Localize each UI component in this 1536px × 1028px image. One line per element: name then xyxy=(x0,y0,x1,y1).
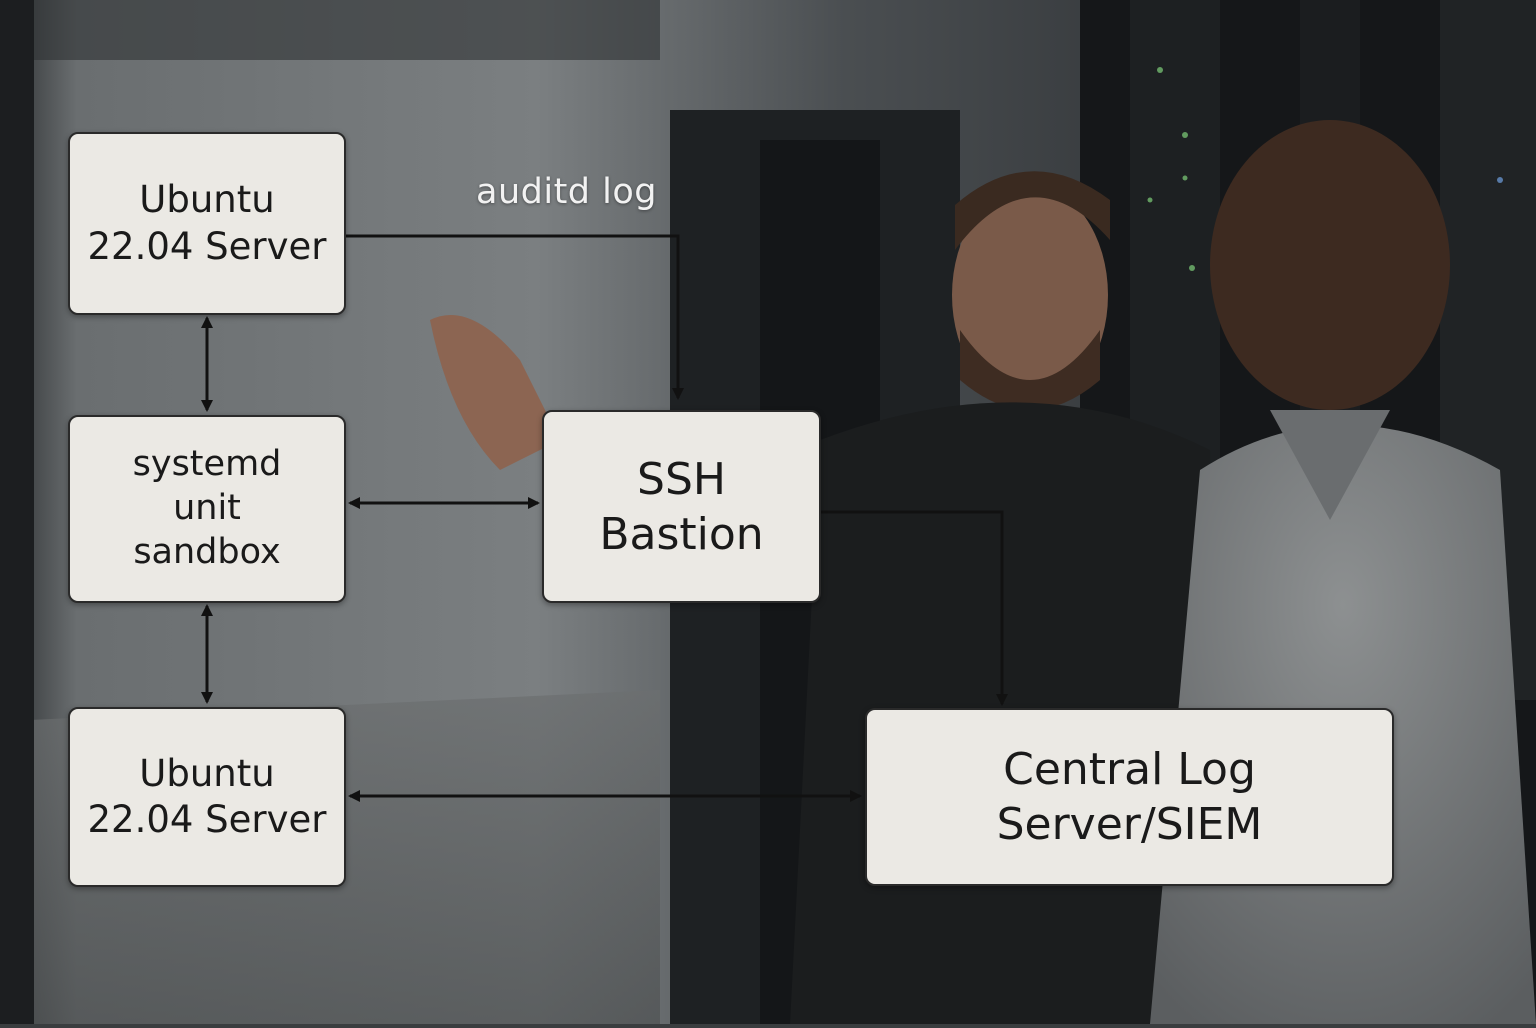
node-label-line: 22.04 Server xyxy=(87,798,327,841)
node-label-line: Server/SIEM xyxy=(996,799,1263,850)
node-label-line: SSH xyxy=(637,453,726,505)
node-label-line: systemd xyxy=(132,444,282,485)
node-label-line: sandbox xyxy=(133,531,281,572)
node-central-log-siem: Central Log Server/SIEM xyxy=(865,708,1394,886)
edge-auditd-ubuntu-to-ssh xyxy=(346,234,684,400)
edge-label-auditd-log: auditd log xyxy=(476,172,657,212)
node-systemd-sandbox: systemd unit sandbox xyxy=(68,415,346,603)
node-ubuntu-server-top: Ubuntu 22.04 Server xyxy=(68,132,346,315)
node-ubuntu-server-bottom: Ubuntu 22.04 Server xyxy=(68,707,346,887)
node-label-line: Ubuntu xyxy=(139,178,275,222)
node-label-line: Ubuntu xyxy=(139,751,275,795)
node-label-line: unit xyxy=(173,488,241,529)
node-label-line: Central Log xyxy=(1003,744,1256,795)
node-ssh-bastion: SSH Bastion xyxy=(542,410,821,603)
node-label-line: Bastion xyxy=(599,508,764,560)
edge-ssh-to-siem xyxy=(820,510,1008,706)
node-label-line: 22.04 Server xyxy=(87,224,327,268)
